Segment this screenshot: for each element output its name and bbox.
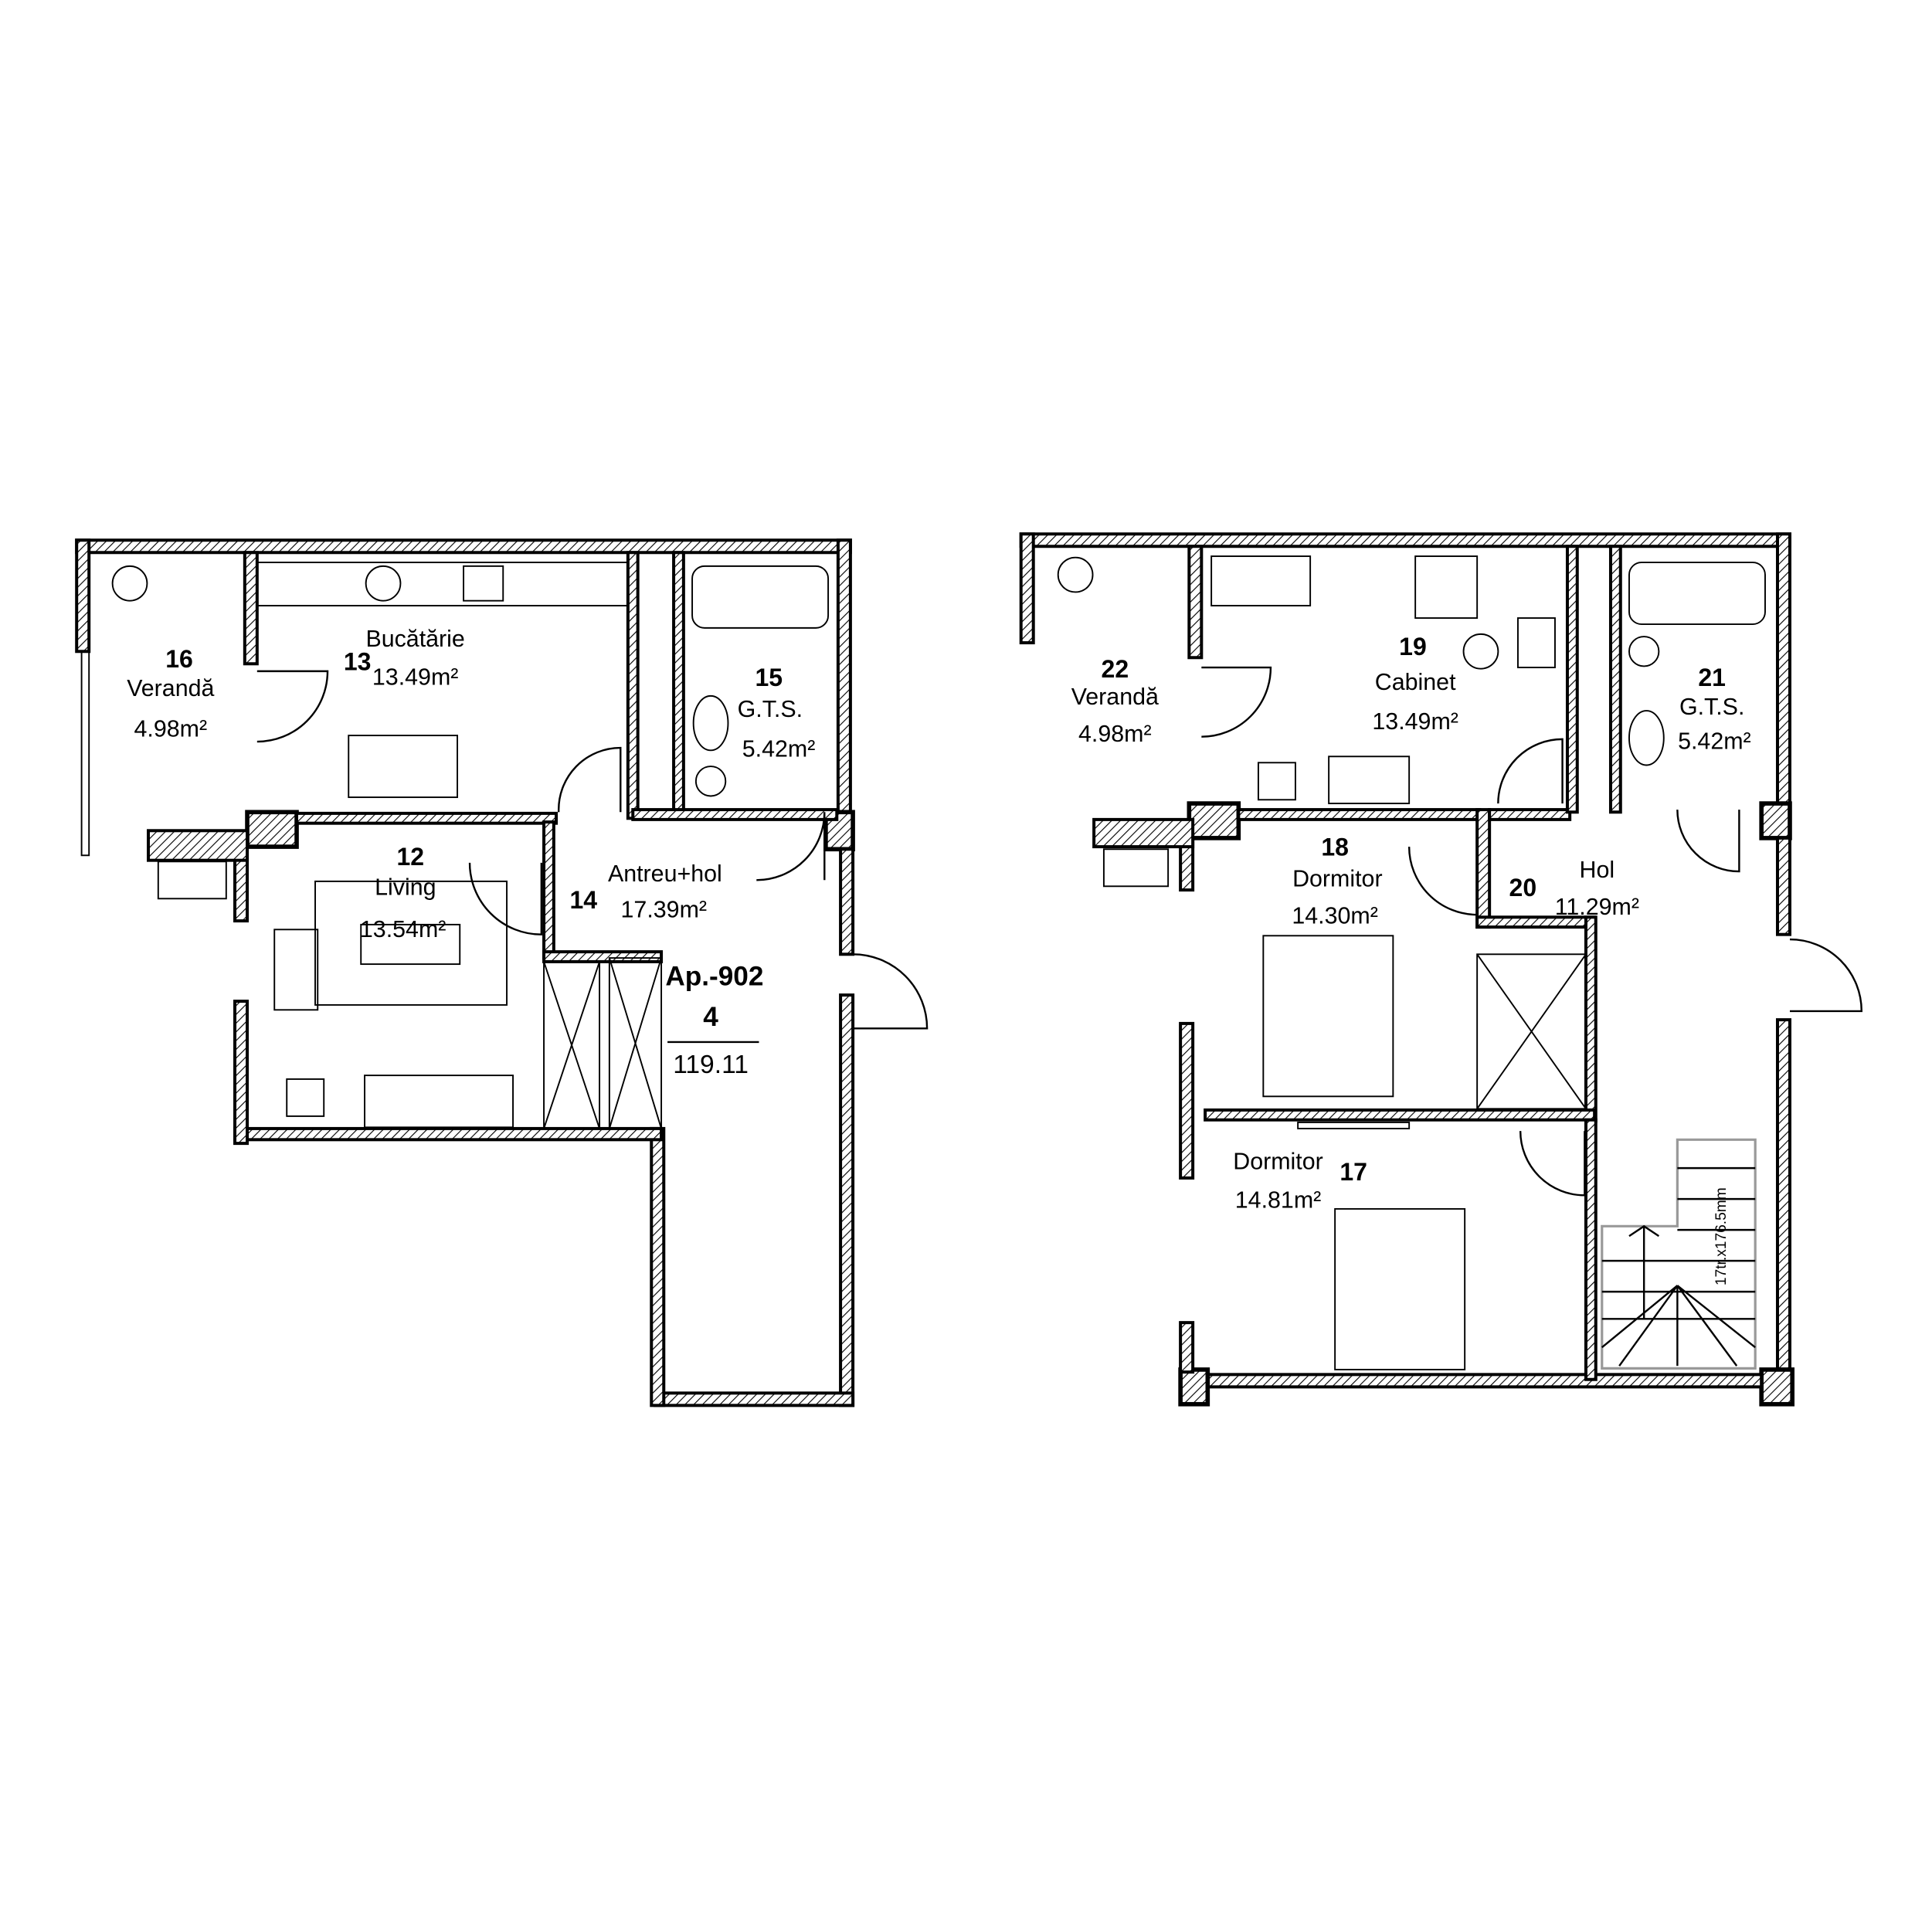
fixtures xyxy=(1057,555,1766,1370)
room-number: 20 xyxy=(1509,874,1537,901)
room-name: Dormitor xyxy=(1233,1149,1323,1175)
room-area: 14.81m² xyxy=(1235,1187,1321,1213)
rug xyxy=(314,880,508,1006)
left-floor-plan: 16 Verandă 4.98m² 13 Bucătărie 13.49m² 1… xyxy=(75,538,929,1407)
room-name: G.T.S. xyxy=(738,696,803,722)
room-number: 14 xyxy=(569,886,597,914)
room-15-label: 15 G.T.S. 5.42m² xyxy=(738,664,816,762)
shelf xyxy=(1210,555,1312,607)
room-16-label: 16 Verandă 4.98m² xyxy=(127,645,214,742)
room-area: 14.30m² xyxy=(1292,902,1378,929)
bathtub-icon xyxy=(1628,562,1766,626)
boiler-icon xyxy=(1057,556,1094,593)
room-number: 15 xyxy=(755,664,783,691)
room-area: 13.49m² xyxy=(1372,708,1458,735)
wardrobe xyxy=(1476,953,1587,1110)
room-name: G.T.S. xyxy=(1679,694,1744,720)
room-number: 22 xyxy=(1102,655,1129,683)
apartment-summary: Ap.-902 4 119.11 xyxy=(665,961,763,1079)
room-number: 12 xyxy=(396,843,424,871)
room-number: 17 xyxy=(1339,1158,1367,1186)
room-name: Living xyxy=(375,874,436,900)
washbasin-icon xyxy=(1628,710,1665,766)
ac-unit-icon xyxy=(1102,848,1170,888)
sofa xyxy=(364,1075,514,1129)
room-number: 18 xyxy=(1321,833,1349,861)
sofa xyxy=(1328,755,1411,805)
room-21-label: 21 G.T.S. 5.42m² xyxy=(1678,664,1751,755)
fixtures xyxy=(111,562,830,1129)
wardrobe xyxy=(608,957,663,1129)
room-area: 11.29m² xyxy=(1555,894,1639,920)
room-22-label: 22 Verandă 4.98m² xyxy=(1071,655,1159,747)
toilet-icon xyxy=(1628,636,1660,667)
desk xyxy=(1414,555,1479,620)
stair-label: 17tr.x176.5mm xyxy=(1713,1187,1730,1285)
double-bed xyxy=(1334,1207,1466,1370)
room-20-label: 20 Hol 11.29m² xyxy=(1509,857,1639,920)
cabinet xyxy=(1516,617,1556,669)
room-area: 4.98m² xyxy=(1078,721,1152,747)
floor-heater-icon xyxy=(286,1078,325,1117)
armchair xyxy=(273,929,319,1011)
double-bed xyxy=(1262,935,1394,1098)
room-name: Verandă xyxy=(1071,684,1159,710)
room-area: 5.42m² xyxy=(1678,728,1751,755)
ac-unit-icon xyxy=(157,861,227,900)
dining-table xyxy=(348,735,459,799)
apartment-label: Ap.-902 xyxy=(665,961,763,991)
boiler-icon xyxy=(111,565,148,602)
apartment-total-area: 119.11 xyxy=(673,1051,749,1079)
room-17-label: Dormitor 17 14.81m² xyxy=(1233,1149,1367,1214)
room-name: Hol xyxy=(1580,857,1615,883)
room-name: Verandă xyxy=(127,675,214,701)
wardrobe xyxy=(543,960,601,1129)
room-19-label: 19 Cabinet 13.49m² xyxy=(1372,633,1458,735)
sink-icon xyxy=(463,565,504,602)
room-14-label: 14 Antreu+hol 17.39m² xyxy=(569,861,722,922)
walls xyxy=(75,538,855,1407)
room-number: 16 xyxy=(165,645,193,673)
bathtub-icon xyxy=(691,565,830,629)
room-area: 13.54m² xyxy=(360,916,446,942)
kitchen-counter xyxy=(256,562,629,607)
doors xyxy=(256,670,929,1030)
room-name: Dormitor xyxy=(1292,865,1383,891)
room-13-label: 13 Bucătărie 13.49m² xyxy=(344,626,465,691)
room-area: 4.98m² xyxy=(134,716,208,742)
floor-heater-icon xyxy=(1257,762,1296,801)
office-chair-icon xyxy=(1462,633,1499,670)
washbasin-icon xyxy=(692,694,729,752)
room-number: 19 xyxy=(1399,633,1427,660)
cooktop-icon xyxy=(365,565,402,602)
room-18-label: 18 Dormitor 14.30m² xyxy=(1292,833,1382,929)
walls xyxy=(1019,532,1794,1407)
room-name: Antreu+hol xyxy=(608,861,722,887)
doors xyxy=(1201,666,1862,1197)
room-name: Bucătărie xyxy=(365,626,464,652)
room-area: 13.49m² xyxy=(372,664,459,690)
apartment-rooms-count: 4 xyxy=(703,1002,718,1032)
right-floor-plan: 17tr.x176.5mm 22 Verandă 4.98m² 19 Cabin… xyxy=(1019,532,1862,1407)
room-name: Cabinet xyxy=(1375,669,1456,695)
toilet-icon xyxy=(694,766,727,797)
coffee-table xyxy=(360,923,461,966)
tv xyxy=(1297,1121,1411,1129)
room-number: 21 xyxy=(1698,664,1726,691)
room-area: 17.39m² xyxy=(621,896,708,922)
staircase: 17tr.x176.5mm xyxy=(1601,1138,1757,1370)
room-12-label: 12 Living 13.54m² xyxy=(360,843,446,942)
room-area: 5.42m² xyxy=(742,735,816,762)
room-number: 13 xyxy=(344,647,372,675)
